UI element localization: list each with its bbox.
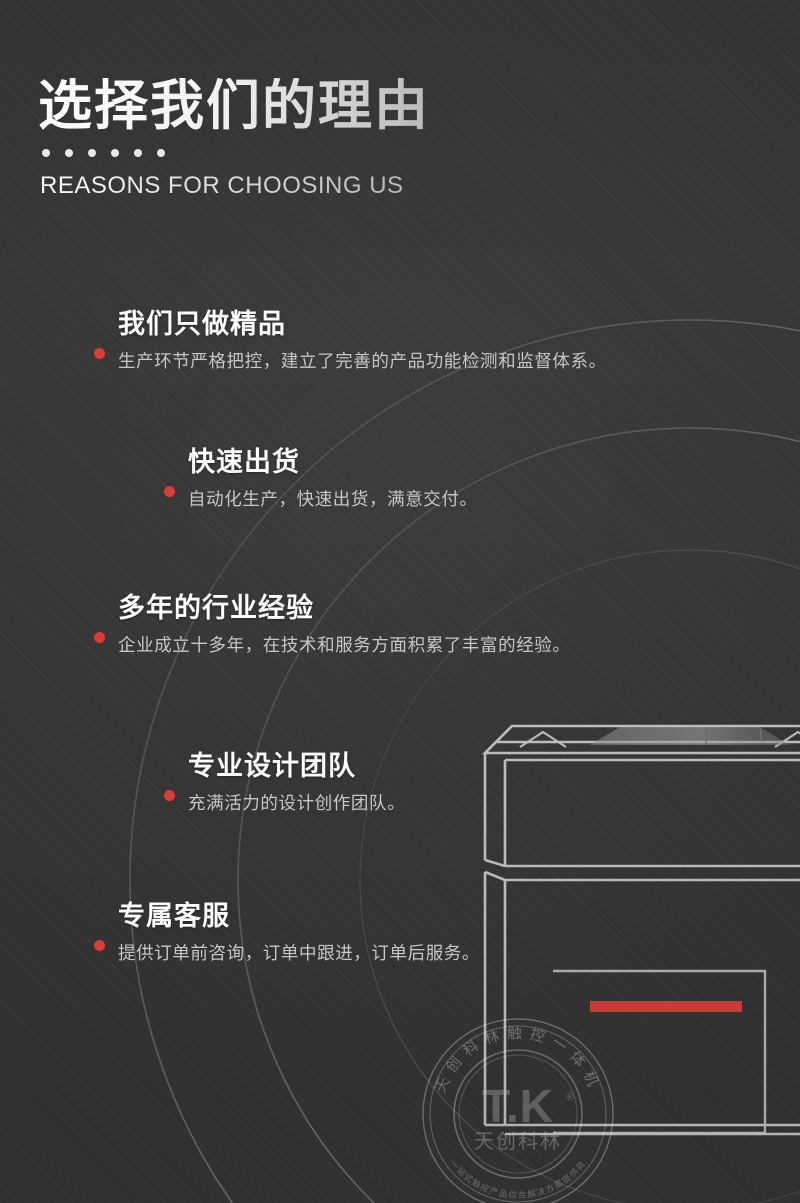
page-header: 选择我们的理由 REASONS FOR CHOOSING US bbox=[38, 78, 558, 200]
header-dot bbox=[88, 148, 96, 157]
reason-description: 提供订单前咨询，订单中跟进，订单后服务。 bbox=[118, 943, 480, 964]
reason-title: 我们只做精品 bbox=[118, 309, 286, 339]
reason-title: 专属客服 bbox=[118, 901, 230, 931]
header-dot bbox=[157, 148, 165, 157]
bullet-dot-icon bbox=[164, 486, 175, 497]
reason-description: 充满活力的设计创作团队。 bbox=[188, 793, 406, 814]
reason-description: 生产环节严格把控，建立了完善的产品功能检测和监督体系。 bbox=[118, 351, 607, 372]
bullet-dot-icon bbox=[164, 790, 175, 801]
reason-item-2: 快速出货 自动化生产，快速出货，满意交付。 bbox=[164, 446, 478, 512]
header-dot bbox=[134, 148, 142, 157]
watermark-brand-name: 天创科林 bbox=[474, 1130, 562, 1153]
page-title: 选择我们的理由 bbox=[38, 78, 558, 135]
header-dot bbox=[65, 148, 73, 157]
bullet-dot-icon bbox=[94, 632, 105, 643]
kiosk-outline bbox=[481, 724, 800, 1136]
bullet-dot-icon bbox=[94, 940, 105, 951]
reason-title: 专业设计团队 bbox=[188, 751, 356, 781]
header-dot bbox=[111, 148, 119, 157]
reason-item-1: 我们只做精品 生产环节严格把控，建立了完善的产品功能检测和监督体系。 bbox=[94, 308, 607, 374]
bullet-dot-icon bbox=[94, 348, 105, 359]
page-subtitle: REASONS FOR CHOOSING US bbox=[40, 172, 558, 200]
reason-description: 自动化生产，快速出货，满意交付。 bbox=[188, 489, 478, 510]
watermark-ring-bottom-text: 一站式触控产品综合解决方案提供商 bbox=[448, 1158, 588, 1200]
reason-item-4: 专业设计团队 充满活力的设计创作团队。 bbox=[164, 750, 406, 816]
brand-watermark: 天创科林触控一体机 一站式触控产品综合解决方案提供商 T.K ® 天创科林 bbox=[422, 1018, 614, 1203]
kiosk-top-panel bbox=[590, 727, 790, 745]
header-dot bbox=[42, 148, 50, 157]
reason-title: 快速出货 bbox=[188, 447, 300, 477]
kiosk-screen-frame bbox=[553, 969, 767, 1135]
reason-title: 多年的行业经验 bbox=[118, 593, 314, 623]
reason-description: 企业成立十多年，在技术和服务方面积累了丰富的经验。 bbox=[118, 635, 571, 656]
watermark-registered-icon: ® bbox=[566, 1091, 574, 1103]
decorative-dot-row bbox=[42, 148, 558, 157]
reason-item-3: 多年的行业经验 企业成立十多年，在技术和服务方面积累了丰富的经验。 bbox=[94, 592, 571, 658]
watermark-brand-mark: T.K bbox=[482, 1080, 554, 1132]
kiosk-accent-bar bbox=[590, 1001, 742, 1012]
watermark-ring-top-text: 天创科林触控一体机 bbox=[432, 1025, 604, 1095]
reason-item-5: 专属客服 提供订单前咨询，订单中跟进，订单后服务。 bbox=[94, 900, 480, 966]
